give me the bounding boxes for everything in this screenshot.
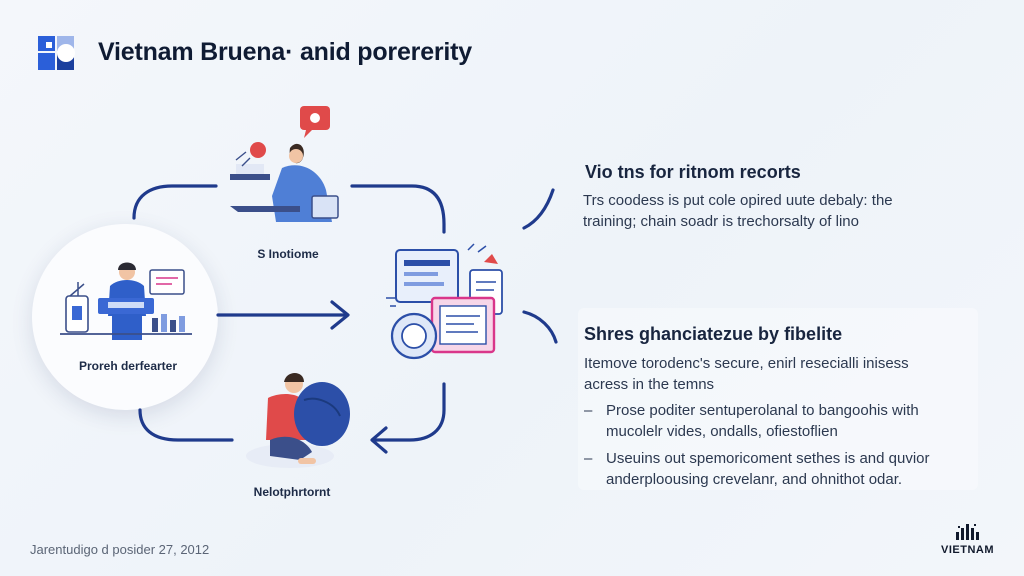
section-1-title: Vio tns for ritnom recorts — [585, 162, 801, 182]
bullet-text: Prose poditer sentuperolanal to bangoohi… — [606, 400, 919, 442]
bullet-dash: – — [584, 402, 593, 419]
connector-to-section-2 — [522, 310, 558, 344]
bullet-line: Prose poditer sentuperolanal to bangoohi… — [606, 402, 919, 419]
bullet-line: Useuins out spemoricoment sethes is and … — [606, 450, 930, 467]
bullet-line: anderploousing crevelanr, and ohnithot o… — [606, 471, 903, 488]
puzzle-logo-icon — [38, 36, 75, 70]
person-hugging-pillow-icon — [246, 373, 350, 468]
section-1-body-line: training; chain soadr is trechorsalty of… — [583, 213, 859, 230]
bullet-text: Useuins out spemoricoment sethes is and … — [606, 448, 930, 490]
section-2-panel — [578, 308, 978, 490]
node-label-top: S Inotiome — [257, 247, 319, 261]
bullet-line: mucolelr vides, ondalls, ofiestoflien — [606, 423, 838, 440]
section-1-body: Trs coodess is put cole opired uute deba… — [583, 190, 893, 232]
section-2-body: Itemove torodenc's secure, enirl resecia… — [584, 353, 909, 395]
documents-and-screens-icon — [386, 243, 503, 360]
section-2-body-line: acress in the temns — [584, 376, 715, 393]
arrow-center-to-bottom — [372, 382, 446, 442]
bullet-item: – Useuins out spemoricoment sethes is an… — [584, 448, 964, 492]
arrow-bottom-to-left — [138, 408, 234, 442]
connector-to-section-1 — [522, 188, 555, 230]
section-2-title: Shres ghanciatezue by fibelite — [584, 324, 843, 344]
arrow-top-to-center — [350, 184, 446, 234]
arrow-left-to-top — [132, 184, 218, 220]
bars-brand-icon — [956, 524, 979, 540]
arrow-left-to-center-head — [330, 300, 350, 330]
person-with-laptop-icon — [230, 106, 339, 222]
person-at-desk-icon — [60, 262, 192, 340]
footer-date: Jarentudigo d posider 27, 2012 — [30, 542, 210, 557]
brand-name: VIETNAM — [941, 544, 994, 556]
node-label-bottom: Nelotphrtornt — [253, 485, 331, 499]
arrow-center-to-bottom-head — [370, 426, 388, 454]
bullet-item: – Prose poditer sentuperolanal to bangoo… — [584, 400, 964, 444]
page-title: Vietnam Bruena· anid porererity — [98, 38, 473, 66]
bullet-dash: – — [584, 450, 593, 467]
node-label-left: Proreh derfearter — [78, 359, 178, 373]
section-2-body-line: Itemove torodenc's secure, enirl resecia… — [584, 355, 909, 372]
section-1-body-line: Trs coodess is put cole opired uute deba… — [583, 192, 893, 209]
